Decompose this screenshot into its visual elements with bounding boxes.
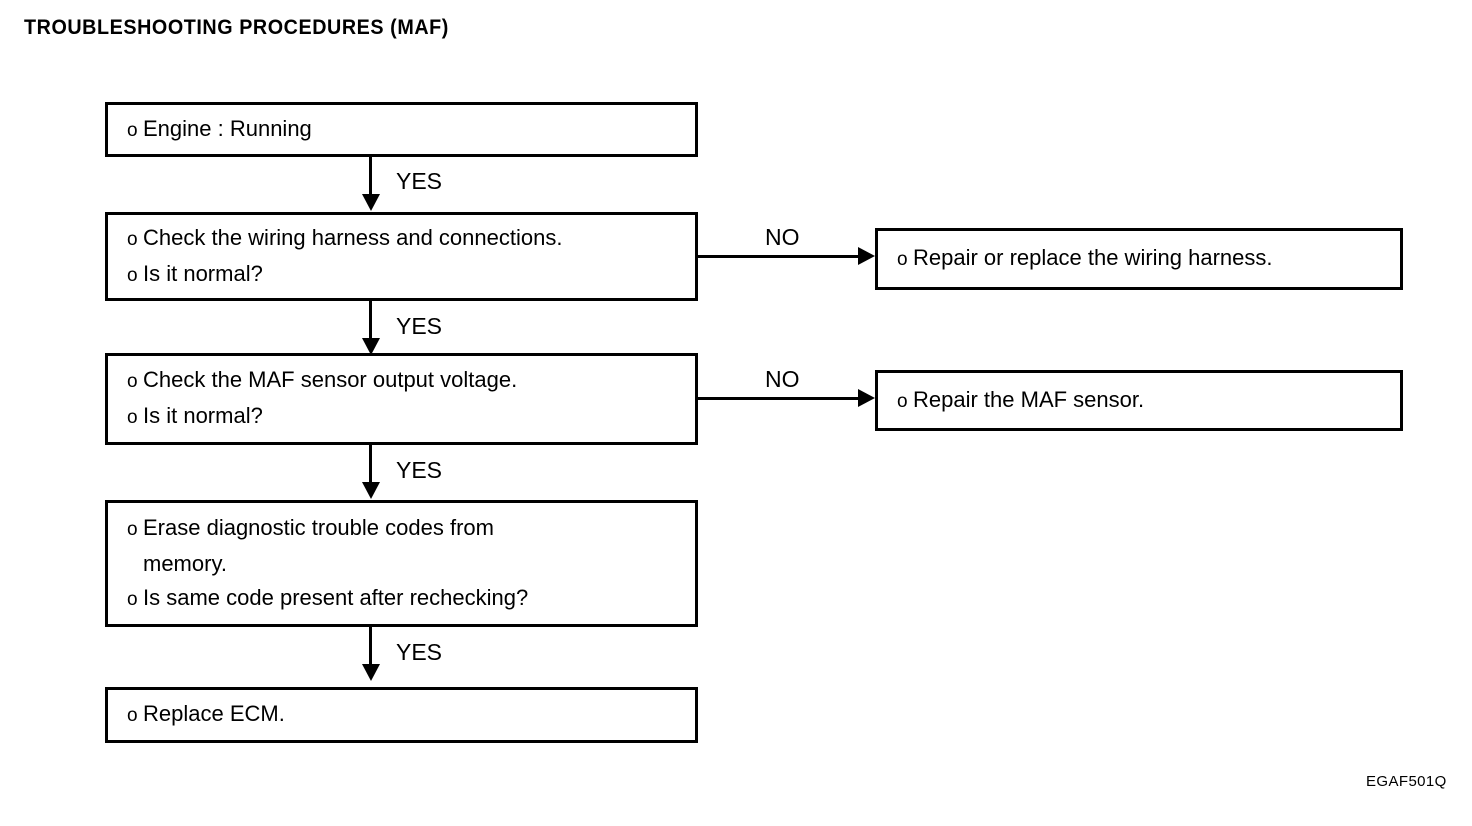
edge-label-erase-to-ecm: YES <box>396 639 443 665</box>
arrowhead-down-erase-to-ecm <box>362 664 380 681</box>
flow-node-check-wiring-harness: o Check the wiring harness and connectio… <box>105 212 698 301</box>
flow-node-line: o Erase diagnostic trouble codes from <box>108 511 695 547</box>
bullet-marker: o <box>127 588 138 610</box>
edge-label-voltage-to-erase: YES <box>396 457 443 483</box>
flow-node-text: Erase diagnostic trouble codes from <box>143 514 494 540</box>
connector-line-erase-to-ecm <box>369 627 372 667</box>
flow-node-text: Repair or replace the wiring harness. <box>913 245 1273 270</box>
flow-node-line: o Is same code present after rechecking? <box>108 581 695 617</box>
flow-node-text: memory. <box>143 550 227 576</box>
edge-label-wiring-to-repair: NO <box>765 224 800 250</box>
flow-node-line: o Is it normal? <box>108 399 695 435</box>
flow-node-erase-trouble-codes: o Erase diagnostic trouble codes from me… <box>105 500 698 627</box>
connector-line-voltage-to-repair-maf <box>698 397 861 400</box>
arrowhead-right-wiring-to-repair <box>858 247 875 265</box>
bullet-marker: o <box>127 407 138 428</box>
flow-node-text: Replace ECM. <box>143 701 285 726</box>
flow-node-replace-ecm: o Replace ECM. <box>105 687 698 743</box>
arrowhead-right-voltage-to-repair-maf <box>858 389 875 407</box>
flow-node-line: o Is it normal? <box>108 257 695 293</box>
bullet-marker: o <box>897 390 908 412</box>
flow-node-line: o Check the MAF sensor output voltage. <box>108 363 695 399</box>
edge-label-engine-to-wiring: YES <box>396 168 443 194</box>
flow-node-line-continuation: memory. <box>108 547 695 581</box>
flow-node-line: o Replace ECM. <box>108 697 695 733</box>
flow-node-engine-running: o Engine : Running <box>105 102 698 157</box>
flow-node-line: o Engine : Running <box>108 112 695 148</box>
figure-code: EGAF501Q <box>1366 773 1447 790</box>
flow-node-repair-wiring-harness: o Repair or replace the wiring harness. <box>875 228 1403 290</box>
bullet-marker: o <box>127 264 138 286</box>
bullet-marker: o <box>127 371 138 392</box>
connector-line-voltage-to-erase <box>369 445 372 485</box>
connector-line-wiring-to-voltage <box>369 301 372 341</box>
bullet-marker: o <box>127 518 138 540</box>
flow-node-text: Engine : Running <box>143 115 312 141</box>
connector-line-wiring-to-repair <box>698 255 861 258</box>
flow-node-repair-maf-sensor: o Repair the MAF sensor. <box>875 370 1403 431</box>
bullet-marker: o <box>897 249 908 270</box>
flow-node-line: o Repair or replace the wiring harness. <box>878 241 1400 277</box>
bullet-marker: o <box>127 119 138 141</box>
flow-node-check-maf-output-voltage: o Check the MAF sensor output voltage. o… <box>105 353 698 445</box>
flow-node-text: Repair the MAF sensor. <box>913 386 1145 412</box>
connector-line-engine-to-wiring <box>369 157 372 197</box>
bullet-marker: o <box>127 705 138 726</box>
edge-label-voltage-to-repair-maf: NO <box>765 366 800 392</box>
edge-label-wiring-to-voltage: YES <box>396 313 443 339</box>
arrowhead-down-voltage-to-erase <box>362 482 380 499</box>
flow-node-text: Is it normal? <box>143 403 263 428</box>
flow-node-line: o Repair the MAF sensor. <box>878 383 1400 419</box>
flow-node-line: o Check the wiring harness and connectio… <box>108 221 695 257</box>
flow-node-text: Check the wiring harness and connections… <box>143 224 563 250</box>
arrowhead-down-wiring-to-voltage <box>362 338 380 355</box>
flow-node-text: Is it normal? <box>143 260 263 286</box>
arrowhead-down-engine-to-wiring <box>362 194 380 211</box>
page-title: TROUBLESHOOTING PROCEDURES (MAF) <box>24 16 449 39</box>
flow-node-text: Check the MAF sensor output voltage. <box>143 367 518 392</box>
bullet-marker: o <box>127 228 138 250</box>
flow-node-text: Is same code present after rechecking? <box>143 584 529 610</box>
